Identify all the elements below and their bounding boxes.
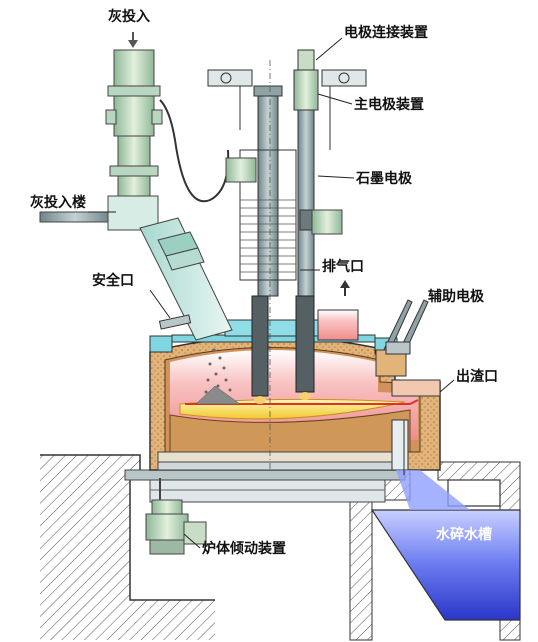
ash-particles [195, 348, 241, 405]
label-safety-port: 安全口 [92, 273, 134, 289]
label-ash-input: 灰投入 [108, 9, 150, 25]
graphite-electrode-left [225, 85, 297, 404]
tilting-device-drawing [145, 478, 207, 555]
main-electrode-drawing [207, 49, 367, 400]
furnace-body [149, 336, 441, 471]
label-aux-electrode: 辅助电极 [428, 289, 484, 305]
water-quench-tank-drawing [370, 420, 521, 621]
label-ash-input-tower: 灰投入楼 [30, 195, 86, 211]
ash-feed-system [39, 32, 233, 341]
label-tilting-device: 炉体倾动装置 [202, 541, 286, 557]
label-exhaust-port: 排气口 [322, 259, 364, 275]
safety-port [158, 314, 192, 330]
label-main-electrode: 主电极装置 [354, 97, 424, 113]
label-slag-outlet: 出渣口 [456, 369, 498, 385]
label-water-quench-tank: 水碎水槽 [436, 527, 492, 543]
label-graphite-electrode: 石墨电极 [356, 171, 412, 187]
label-electrode-connector: 电极连接装置 [344, 25, 428, 41]
auxiliary-electrodes [375, 299, 429, 377]
